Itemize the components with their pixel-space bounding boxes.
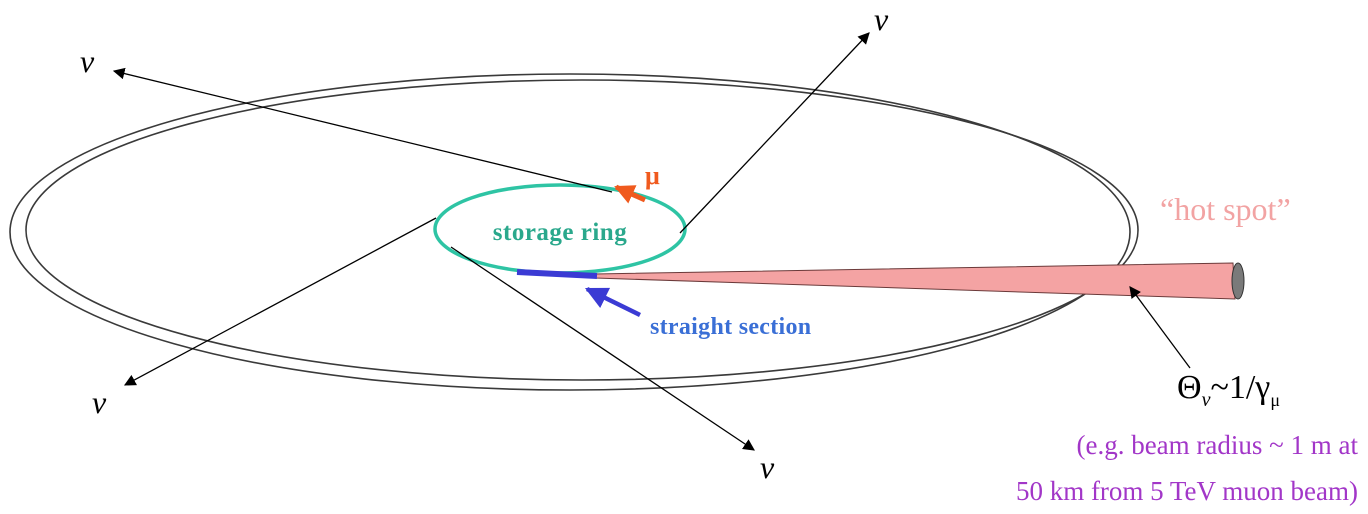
outer-ring-2 — [25, 79, 1139, 381]
straight-section-pointer — [584, 286, 641, 318]
storage-ring-label: storage ring — [493, 219, 627, 246]
mu-label: μ — [645, 161, 660, 190]
neutrino-arrow-upper-left — [112, 67, 613, 193]
straight-section-label: straight section — [650, 314, 811, 340]
gamma-subscript: μ — [1270, 390, 1280, 410]
beam-end-cap — [1231, 262, 1245, 300]
note-line-2: 50 km from 5 TeV muon beam) — [1016, 476, 1358, 506]
nu-label-upper-right: ν — [874, 1, 889, 37]
nu-label-upper-left: ν — [80, 43, 95, 79]
theta-symbol: Θ — [1177, 369, 1202, 406]
note-line-1: (e.g. beam radius ~ 1 m at — [1076, 430, 1358, 460]
divergence-formula: Θν~1/γμ — [1177, 369, 1280, 411]
divergence-pointer — [1129, 286, 1191, 369]
neutrino-arrow-lower-right — [450, 246, 755, 451]
neutrino-arrow-upper-right — [679, 32, 870, 234]
theta-subscript: ν — [1202, 389, 1211, 411]
nu-label-lower-left: ν — [92, 384, 107, 420]
straight-section — [516, 269, 598, 279]
nu-label-lower-right: ν — [760, 449, 775, 485]
neutrino-arrow-lower-left — [123, 217, 437, 386]
neutrino-beam-cone — [594, 262, 1236, 300]
hot-spot-label: “hot spot” — [1160, 191, 1291, 227]
approx-expression: ~1/γ — [1210, 369, 1270, 406]
outer-ring-1 — [9, 73, 1131, 391]
muon-direction-arrow — [614, 184, 647, 204]
